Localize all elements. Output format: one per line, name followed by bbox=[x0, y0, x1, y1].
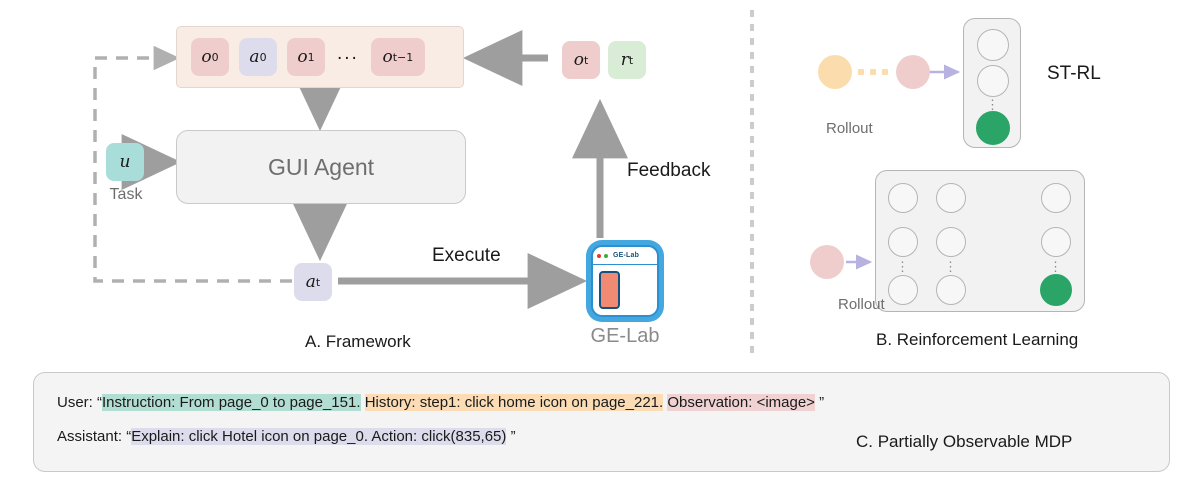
env-icon-titlebar: GE-Lab bbox=[593, 247, 657, 265]
rl-node-r1c1 bbox=[888, 183, 918, 213]
rl-vdots-c3: ⋮ bbox=[1049, 259, 1062, 274]
task-chip: u bbox=[106, 143, 144, 181]
start-sequence-dots bbox=[858, 69, 888, 75]
panel-b-caption: B. Reinforcement Learning bbox=[876, 330, 1079, 349]
panel-c-caption: C. Partially Observable MDP bbox=[856, 432, 1073, 451]
assistant-quote-close: ” bbox=[510, 428, 516, 445]
chip-label: o bbox=[297, 47, 308, 67]
chip-subscript: 1 bbox=[307, 50, 315, 64]
chip-subscript: 0 bbox=[211, 50, 219, 64]
user-history-text: History: step1: click home icon on page_… bbox=[364, 394, 664, 411]
rl-node-r2c3 bbox=[1041, 227, 1071, 257]
chip-subscript: t bbox=[315, 275, 321, 289]
rollout-label-bottom: Rollout bbox=[838, 296, 885, 313]
gui-agent-box: GUI Agent bbox=[176, 130, 466, 204]
start-node-pink bbox=[896, 55, 930, 89]
chip-subscript: t bbox=[628, 53, 634, 67]
rl-vdots-c2: ⋮ bbox=[944, 259, 957, 274]
st-vertical-dots: ⋮ bbox=[986, 97, 999, 112]
start-node-pink-rl bbox=[810, 245, 844, 279]
pomdp-assistant-line: Assistant: “Explain: click Hotel icon on… bbox=[57, 428, 516, 445]
chip-subscript: 0 bbox=[259, 50, 267, 64]
ge-lab-icon: GE-Lab bbox=[586, 240, 664, 322]
panel-a-caption: A. Framework bbox=[305, 332, 411, 351]
rollout-label-top: Rollout bbox=[826, 120, 873, 137]
chip-label: o bbox=[573, 50, 584, 70]
assistant-response-text: Explain: click Hotel icon on page_0. Act… bbox=[131, 428, 507, 445]
chip-label: o bbox=[382, 47, 393, 67]
pomdp-user-line: User: “Instruction: From page_0 to page_… bbox=[57, 394, 824, 411]
st-node-1 bbox=[977, 29, 1009, 61]
user-role-label: User: “ bbox=[57, 394, 102, 411]
feedback-label: Feedback bbox=[627, 160, 711, 181]
rl-goal-node bbox=[1040, 274, 1072, 306]
st-goal-node bbox=[976, 111, 1010, 145]
execute-label: Execute bbox=[432, 245, 501, 266]
rl-vdots-c1: ⋮ bbox=[896, 259, 909, 274]
green-dot-icon bbox=[604, 253, 608, 258]
st-rl-column-box: ⋮ bbox=[963, 18, 1021, 148]
ge-lab-caption: GE-Lab bbox=[590, 325, 660, 347]
st-node-2 bbox=[977, 65, 1009, 97]
pomdp-box bbox=[33, 372, 1170, 472]
phone-icon bbox=[599, 271, 620, 309]
assistant-role-label: Assistant: “ bbox=[57, 428, 132, 445]
st-rl-label: ST-RL bbox=[1047, 63, 1101, 84]
chip-label: a bbox=[249, 47, 260, 67]
env-icon-window: GE-Lab bbox=[591, 245, 659, 317]
rl-node-r1c3 bbox=[1041, 183, 1071, 213]
rl-node-r2c1 bbox=[888, 227, 918, 257]
rl-grid-box: ⋮ ⋮ ⋮ bbox=[875, 170, 1085, 312]
rl-node-r3c1 bbox=[888, 275, 918, 305]
user-quote-close: ” bbox=[819, 394, 825, 411]
rl-node-r1c2 bbox=[936, 183, 966, 213]
start-node-orange bbox=[818, 55, 852, 89]
chip-label: r bbox=[620, 50, 629, 70]
chip-label: u bbox=[119, 152, 131, 172]
task-caption: Task bbox=[109, 186, 143, 203]
rl-node-r3c2 bbox=[936, 275, 966, 305]
env-icon-title: GE-Lab bbox=[613, 252, 640, 259]
chip-label: o bbox=[201, 47, 212, 67]
history-ellipsis: ... bbox=[337, 43, 359, 64]
chip-label: a bbox=[305, 272, 316, 292]
gui-agent-label: GUI Agent bbox=[267, 153, 375, 180]
user-observation-text: Observation: <image> bbox=[667, 394, 815, 411]
red-dot-icon bbox=[597, 253, 601, 258]
user-instruction-text: Instruction: From page_0 to page_151. bbox=[102, 394, 361, 411]
chip-subscript: t−1 bbox=[392, 50, 414, 64]
chip-subscript: t bbox=[583, 53, 589, 67]
rl-node-r2c2 bbox=[936, 227, 966, 257]
